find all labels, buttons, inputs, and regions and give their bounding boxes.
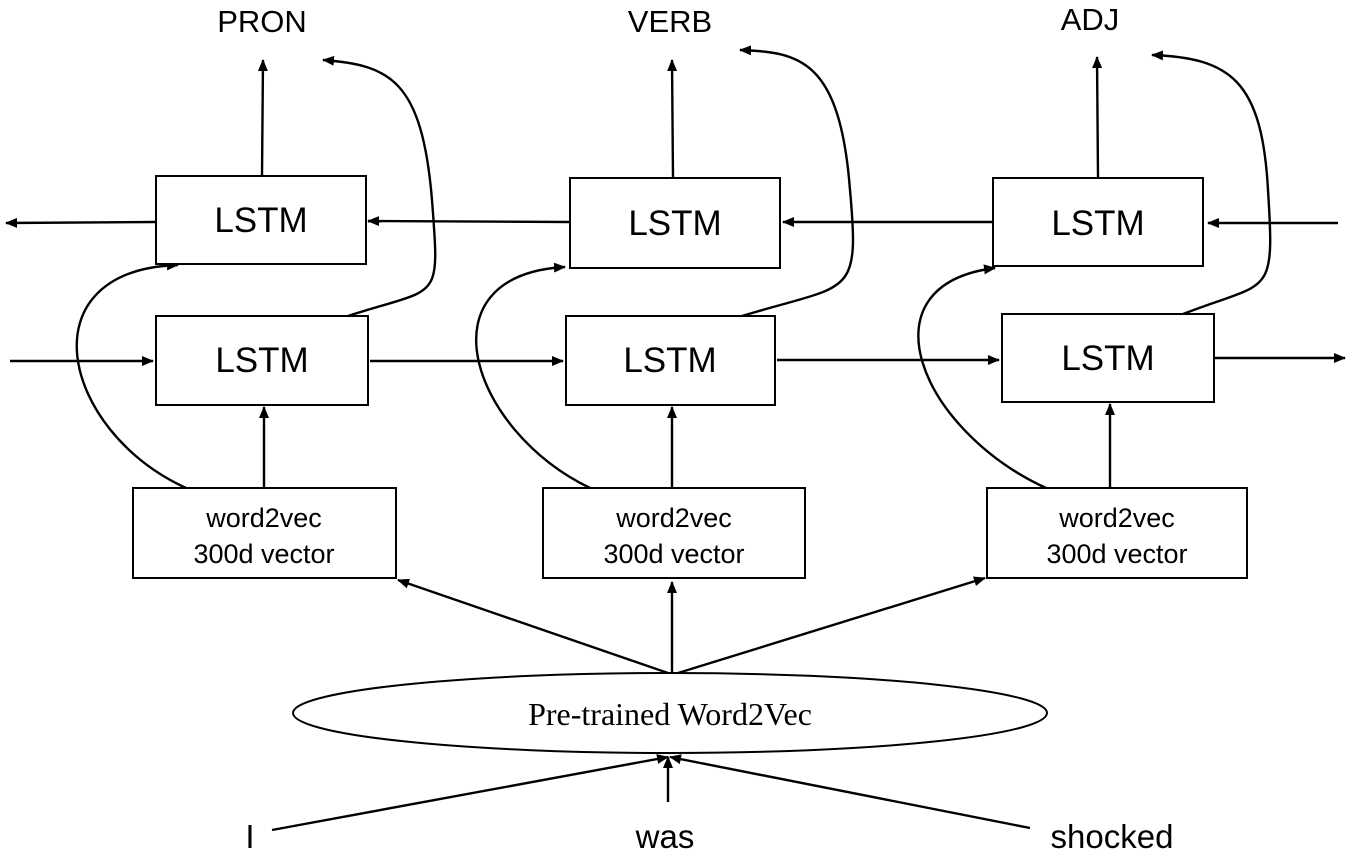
arrow-word2vec-to-embedding-1 [397,578,669,675]
arrow-word-i-to-word2vec [271,754,669,832]
arrow-backward-lstm-to-tag-1 [257,59,268,177]
embedding-vector-box: word2vec 300d vector [132,487,397,579]
forward-lstm-label: LSTM [215,341,308,380]
column-1: PRON LSTM LSTM word2vec 300d vector I [132,4,397,855]
input-word: shocked [1051,818,1174,855]
backward-lstm-cell: LSTM [155,175,367,265]
arrow-embedding-to-backward-lstm-1 [75,260,187,490]
tag-label: ADJ [1061,2,1120,37]
arrow-forward-lstm-to-tag-1 [322,55,437,318]
forward-lstm-cell: LSTM [565,315,776,406]
embedding-label-line1: word2vec [205,503,322,533]
forward-lstm-label: LSTM [1061,339,1154,378]
backward-lstm-cell: LSTM [569,177,781,269]
backward-lstm-label: LSTM [1051,204,1144,243]
arrow-backward-lstm-to-tag-2 [667,59,678,179]
arrow-backward-output [5,217,157,228]
connections [5,45,1346,832]
embedding-vector-box: word2vec 300d vector [542,487,806,579]
arrow-backward-2-to-1 [367,216,571,227]
arrow-forward-lstm-to-tag-2 [739,45,855,318]
backward-lstm-label: LSTM [628,204,721,243]
arrow-word-shocked-to-word2vec [669,754,1031,830]
embedding-vector-box: word2vec 300d vector [986,487,1248,579]
tag-label: PRON [217,4,307,39]
arrow-word2vec-to-embedding-3 [677,576,986,675]
input-word: I [245,818,254,855]
arrow-backward-lstm-to-tag-3 [1092,56,1103,179]
column-3: ADJ LSTM LSTM word2vec 300d vector shock… [986,2,1248,855]
column-2: VERB LSTM LSTM word2vec 300d vector was [542,4,806,855]
embedding-label-line1: word2vec [1058,503,1175,533]
forward-lstm-label: LSTM [623,341,716,380]
tag-label: VERB [628,4,712,39]
arrow-embedding-to-backward-lstm-2 [475,262,591,490]
embedding-label-line2: 300d vector [1046,539,1187,569]
forward-lstm-cell: LSTM [1001,313,1215,403]
embedding-label-line2: 300d vector [603,539,744,569]
pretrained-word2vec-node: Pre-trained Word2Vec [292,672,1048,754]
arrow-forward-lstm-to-tag-3 [1151,50,1272,316]
embedding-label-line1: word2vec [615,503,732,533]
forward-lstm-cell: LSTM [155,315,369,406]
backward-lstm-label: LSTM [214,201,307,240]
embedding-label-line2: 300d vector [193,539,334,569]
pretrained-word2vec-label: Pre-trained Word2Vec [528,696,812,732]
backward-lstm-cell: LSTM [992,177,1204,267]
input-word: was [635,818,695,855]
arrow-embedding-to-backward-lstm-3 [917,264,1047,490]
